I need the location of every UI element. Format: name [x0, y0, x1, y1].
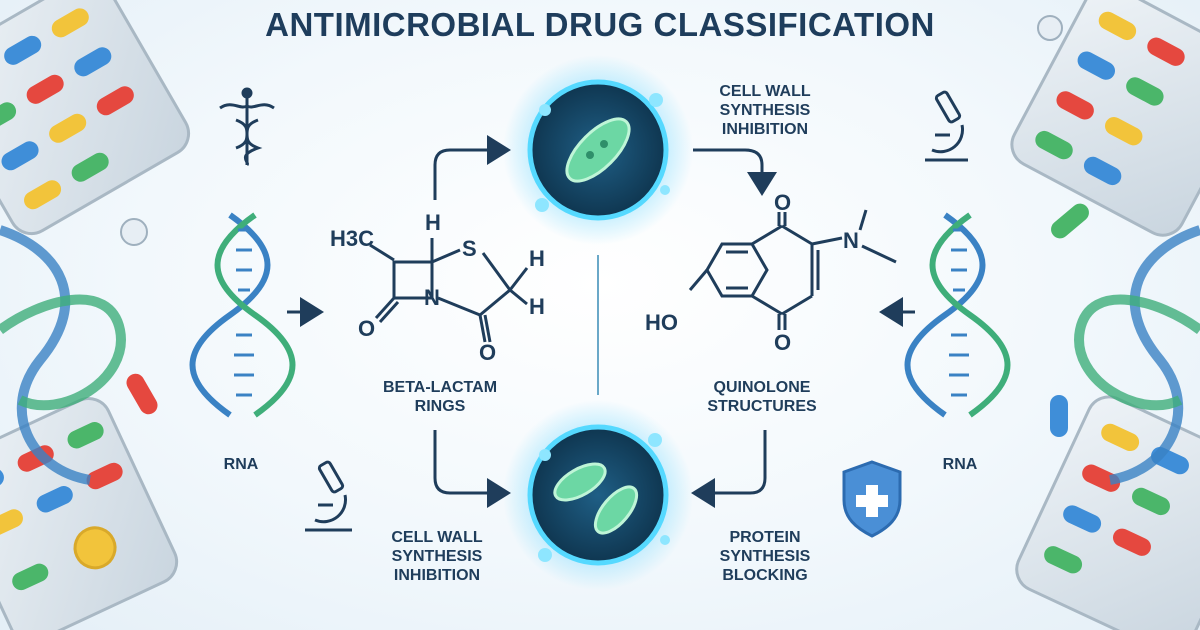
mechanism-bottom-right-line-1: PROTEIN	[729, 529, 801, 546]
atom-h-right-1: H	[529, 246, 545, 271]
atom-o-bottom: O	[479, 340, 496, 365]
arrow-to-top-cell	[433, 135, 511, 200]
atom-h-right-2: H	[529, 294, 545, 319]
mechanism-top-right-line-1: CELL WALL	[719, 83, 811, 100]
left-tablet-icon	[120, 218, 148, 246]
microscope-icon-bottom	[305, 460, 352, 532]
rna-label-right: RNA	[942, 456, 978, 473]
atom-methyl: H3C	[330, 226, 374, 251]
quinolone-label-line-1: QUINOLONE	[713, 379, 811, 396]
microscope-icon-top	[925, 90, 968, 162]
right-capsule-icon-2	[1050, 395, 1068, 437]
beta-lactam-label: BETA-LACTAM RINGS	[375, 378, 505, 416]
atom-n-q: N	[843, 228, 859, 253]
quinolone-label: QUINOLONE STRUCTURES	[692, 378, 832, 416]
left-pill-blister-top	[0, 0, 191, 236]
atom-o-top: O	[774, 190, 791, 215]
right-dna-strand-decor	[1074, 225, 1200, 485]
arrow-to-bottom-cell	[433, 430, 511, 508]
beta-lactam-molecule	[369, 238, 529, 343]
beta-lactam-label-line-2: RINGS	[414, 398, 466, 415]
caduceus-icon	[219, 87, 275, 167]
beta-lactam-label-line-1: BETA-LACTAM	[382, 379, 498, 396]
right-tablet-icon	[1037, 15, 1063, 41]
mechanism-label-bottom-right: PROTEIN SYNTHESIS BLOCKING	[700, 528, 830, 585]
mechanism-label-top-right: CELL WALL SYNTHESIS INHIBITION	[700, 82, 830, 139]
shield-cross-icon	[842, 460, 902, 538]
atom-n: N	[424, 285, 440, 310]
mechanism-bottom-right-line-2: SYNTHESIS	[719, 548, 811, 565]
beta-lactam-atom-labels: H3C H S N H H O O	[330, 210, 545, 365]
bacteria-cell-bottom	[503, 400, 693, 590]
left-dna-strand-decor	[0, 225, 126, 485]
right-pill-blister-bottom	[1015, 395, 1200, 630]
right-pill-blister-top	[1010, 0, 1200, 237]
mechanism-bottom-left-line-2: SYNTHESIS	[391, 548, 483, 565]
atom-ho: HO	[645, 310, 678, 335]
arrow-from-bottom-cell	[691, 430, 767, 508]
mechanism-bottom-left-line-1: CELL WALL	[391, 529, 483, 546]
right-capsule-icon	[1051, 203, 1089, 239]
flow-arrows	[287, 135, 915, 508]
quinolone-label-line-2: STRUCTURES	[707, 398, 817, 415]
quinolone-atom-labels: O O N HO	[645, 190, 859, 355]
atom-h-top: H	[425, 210, 441, 235]
mechanism-top-right-line-3: INHIBITION	[721, 121, 809, 138]
atom-s: S	[462, 236, 477, 261]
rna-label-left: RNA	[223, 456, 259, 473]
mechanism-bottom-left-line-3: INHIBITION	[393, 567, 481, 584]
atom-o-bottom-q: O	[774, 330, 791, 355]
mechanism-top-right-line-2: SYNTHESIS	[719, 102, 811, 119]
arrow-from-top-cell	[693, 148, 777, 196]
mechanism-bottom-right-line-3: BLOCKING	[722, 567, 808, 584]
atom-o-left: O	[358, 316, 375, 341]
page-title: ANTIMICROBIAL DRUG CLASSIFICATION	[265, 6, 935, 43]
bacteria-cell-top	[503, 55, 693, 245]
dna-helix-right	[904, 212, 1011, 418]
left-capsule-icon	[126, 373, 158, 415]
dna-helix-left	[189, 212, 296, 418]
quinolone-molecule	[688, 209, 897, 330]
mechanism-label-bottom-left: CELL WALL SYNTHESIS INHIBITION	[372, 528, 502, 585]
